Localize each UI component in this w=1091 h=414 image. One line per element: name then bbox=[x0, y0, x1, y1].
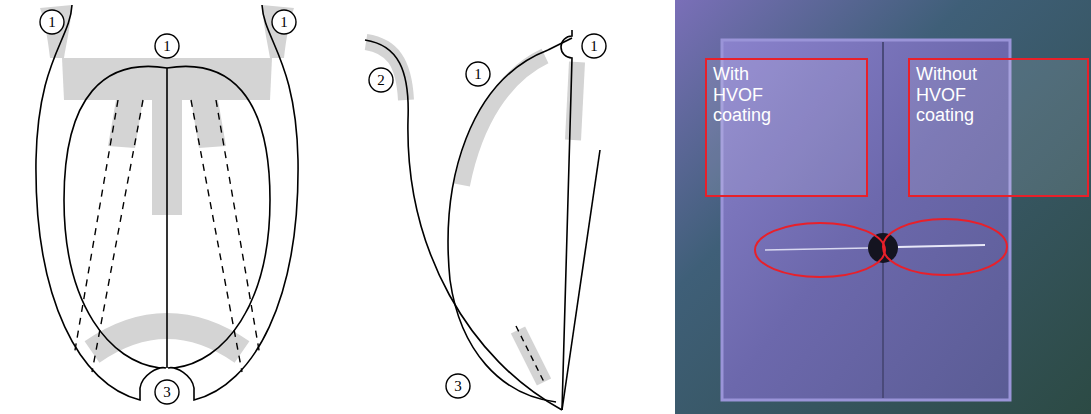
callout-circle: 1 bbox=[39, 9, 65, 35]
callout-circle: 3 bbox=[445, 373, 471, 399]
callout-circle: 1 bbox=[465, 61, 491, 87]
valve-side-view bbox=[365, 30, 600, 410]
plate-seam bbox=[882, 42, 884, 398]
callout-circle: 1 bbox=[271, 9, 297, 35]
valve-front-view bbox=[36, 5, 298, 400]
callout-box: Without HVOF coating bbox=[908, 58, 1089, 197]
callout-number: 1 bbox=[280, 15, 288, 30]
callout-number: 1 bbox=[163, 39, 171, 54]
box-label: With HVOF coating bbox=[713, 64, 794, 126]
callout-number: 3 bbox=[454, 379, 462, 394]
callout-box: With HVOF coating bbox=[705, 58, 868, 197]
circle-outline bbox=[155, 380, 179, 404]
circle-outline bbox=[446, 374, 470, 398]
crack bbox=[765, 248, 868, 250]
callout-number: 2 bbox=[377, 73, 385, 88]
callout-circle: 1 bbox=[581, 33, 607, 59]
callout-circle: 1 bbox=[154, 33, 180, 59]
callout-circle: 2 bbox=[368, 67, 394, 93]
callout-circle: 3 bbox=[154, 379, 180, 405]
circle-outline bbox=[40, 10, 64, 34]
dashed-line bbox=[516, 326, 544, 382]
box-label: Without HVOF coating bbox=[916, 64, 997, 126]
callout-number: 1 bbox=[474, 67, 482, 82]
callout-number: 1 bbox=[48, 15, 56, 30]
circle-outline bbox=[466, 62, 490, 86]
dashed-line bbox=[74, 100, 260, 372]
circle-outline bbox=[369, 68, 393, 92]
highlight-ellipse bbox=[883, 219, 1007, 275]
crack bbox=[898, 245, 985, 247]
circle-outline bbox=[155, 34, 179, 58]
circle-outline bbox=[582, 34, 606, 58]
highlight-ellipse bbox=[755, 223, 885, 277]
callout-number: 3 bbox=[163, 385, 171, 400]
photo-background bbox=[675, 0, 1091, 414]
circle-outline bbox=[272, 10, 296, 34]
callout-number: 1 bbox=[590, 39, 598, 54]
